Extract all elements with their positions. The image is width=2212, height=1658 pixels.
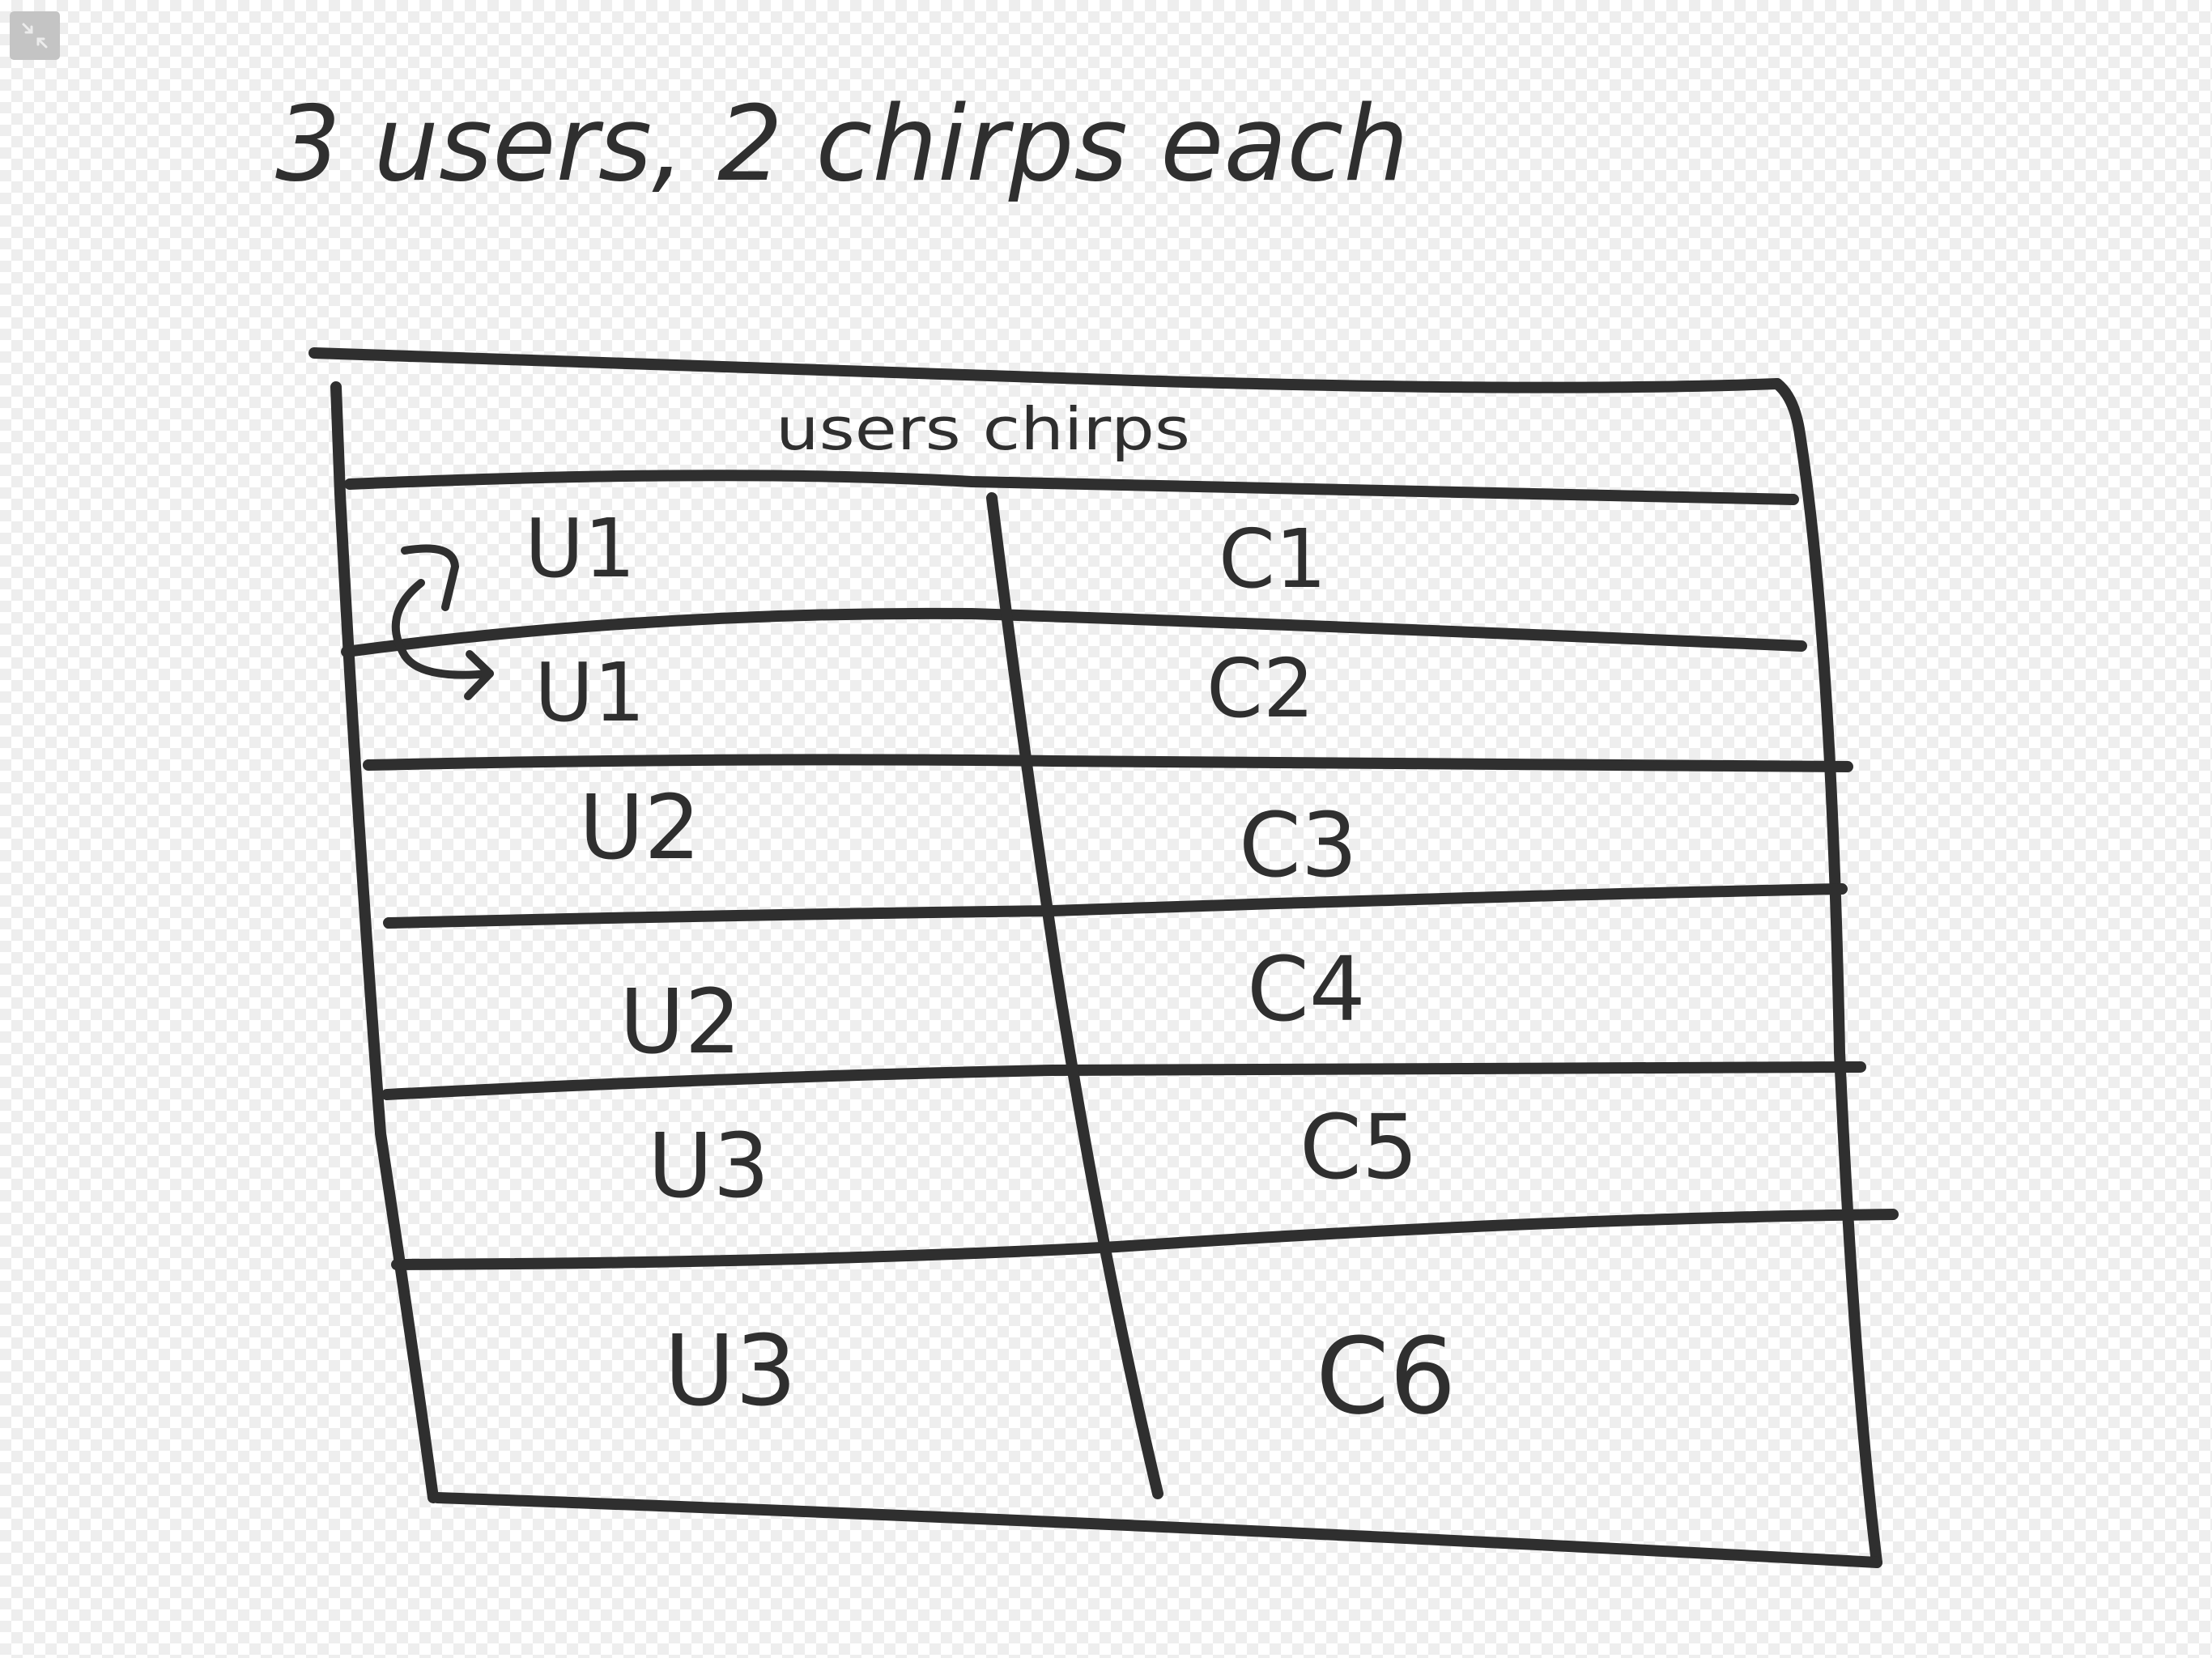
- table-row: U1 C2: [534, 641, 1314, 740]
- table-grid: [308, 347, 1899, 1568]
- table-row: U3 C5: [648, 1095, 1419, 1218]
- user-cell: U3: [648, 1114, 770, 1218]
- chirp-cell: C2: [1206, 641, 1314, 736]
- swap-arrow-icon: [391, 544, 494, 700]
- user-cell: U3: [664, 1316, 797, 1428]
- table-row: U1 C1: [525, 501, 1326, 606]
- collapse-button[interactable]: [10, 11, 60, 60]
- chirp-cell: C4: [1247, 937, 1366, 1041]
- collapse-arrows-icon: [22, 23, 48, 49]
- chirp-cell: C5: [1300, 1095, 1419, 1199]
- user-cell: U1: [525, 501, 636, 596]
- chirp-cell: C6: [1316, 1315, 1456, 1438]
- table-row: U3 C6: [664, 1315, 1456, 1438]
- user-cell: U2: [619, 970, 742, 1073]
- user-cell: U2: [579, 776, 701, 879]
- chirp-cell: C1: [1219, 512, 1326, 606]
- user-cell: U1: [534, 645, 645, 740]
- note-title: 3 users, 2 chirps each: [275, 84, 1409, 205]
- table-header: users chirps: [776, 395, 1190, 463]
- table-row: U2 C3: [579, 776, 1358, 897]
- chirp-cell: C3: [1239, 793, 1358, 897]
- table-row: U2 C4: [619, 937, 1366, 1073]
